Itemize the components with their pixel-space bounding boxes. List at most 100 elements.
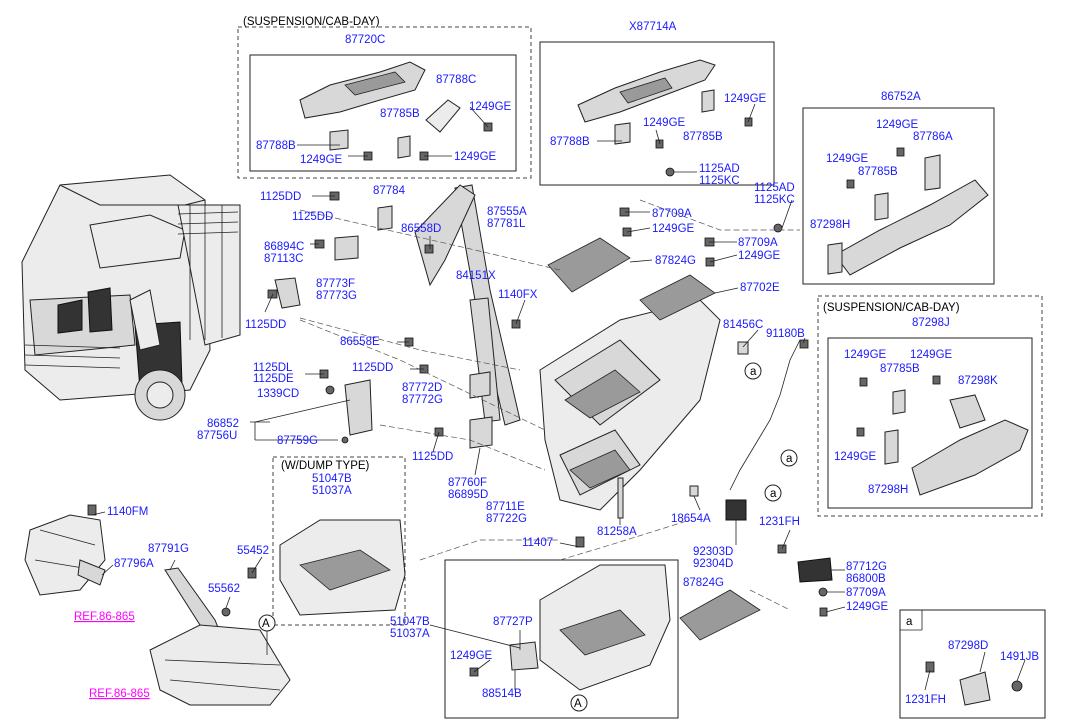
label-1125kc-2: 1125KC	[754, 194, 795, 206]
label-1249ge-8: 1249GE	[652, 223, 695, 235]
label-1249ge-5: 1249GE	[643, 117, 686, 129]
dump-type-header: (W/DUMP TYPE)	[281, 460, 370, 472]
marker-a-3-text: a	[770, 488, 777, 500]
label-92303d: 92303D	[693, 546, 733, 558]
label-1125de: 1125DE	[253, 373, 294, 385]
label-87786a: 87786A	[913, 131, 953, 143]
label-1491jb: 1491JB	[1000, 651, 1039, 663]
label-86558d: 86558D	[401, 223, 441, 235]
label-87772d: 87772D	[402, 382, 442, 394]
label-81258a: 81258A	[597, 526, 637, 538]
part-87720c-step-cover	[299, 61, 426, 119]
label-1249ge-3: 1249GE	[454, 151, 497, 163]
dump-type-box	[272, 456, 406, 626]
ref-86-865-lower[interactable]: REF.86-865	[89, 688, 150, 700]
part-87298j	[911, 419, 1029, 496]
label-1125kc-1: 1125KC	[699, 175, 740, 187]
label-1249ge-9: 1249GE	[738, 250, 781, 262]
label-87298d: 87298D	[948, 640, 988, 652]
label-1249ge-12: 1249GE	[844, 349, 887, 361]
label-87712g: 87712G	[846, 561, 887, 573]
label-87788b-2: 87788B	[550, 136, 590, 148]
label-11407: 11407	[522, 537, 553, 549]
label-1125dd-1: 1125DD	[260, 191, 301, 203]
label-81456c: 81456C	[723, 319, 763, 331]
label-1125dd-4: 1125DD	[352, 362, 393, 374]
label-86895d: 86895D	[448, 489, 488, 501]
label-86558e: 86558E	[340, 336, 380, 348]
part-87788b-1	[329, 129, 349, 151]
label-91180b: 91180B	[766, 328, 805, 340]
part-87712g	[797, 557, 833, 583]
label-1125dd-3: 1125DD	[245, 319, 286, 331]
part-87785b-1	[397, 135, 411, 159]
label-1125ad-1: 1125AD	[699, 163, 740, 175]
label-87781l: 87781L	[487, 218, 526, 230]
label-18654a: 18654A	[671, 513, 711, 525]
label-87720c: 87720C	[345, 34, 385, 46]
label-87784: 87784	[373, 185, 406, 197]
marker-a-1-text: a	[750, 366, 757, 378]
marker-a-2	[780, 449, 798, 467]
label-1125dl: 1125DL	[253, 362, 293, 374]
label-87785b-1: 87785B	[380, 108, 420, 120]
label-87702e: 87702E	[740, 282, 780, 294]
box-87298j	[827, 337, 1033, 509]
part-88514b	[509, 641, 539, 671]
part-87786a	[924, 154, 941, 191]
part-81456c	[737, 341, 749, 355]
label-1125ad-2: 1125AD	[754, 182, 795, 194]
part-87788c	[425, 99, 461, 133]
label-87298h-2: 87298H	[868, 484, 908, 496]
label-87772g: 87772G	[402, 394, 443, 406]
label-51037a-1: 51037A	[312, 485, 352, 497]
label-87788c: 87788C	[436, 74, 476, 86]
label-88514b: 88514B	[482, 688, 522, 700]
ref-86-865-upper[interactable]: REF.86-865	[74, 611, 135, 623]
part-87824g-1	[547, 237, 631, 293]
label-1231fh-2: 1231FH	[905, 694, 946, 706]
part-87298k	[949, 394, 986, 429]
marker-A-top-text: A	[262, 618, 270, 630]
label-1249ge-4: 1249GE	[724, 93, 767, 105]
main-step-assembly	[539, 299, 721, 511]
label-55562: 55562	[208, 583, 240, 595]
label-87298j: 87298J	[912, 317, 950, 329]
marker-A-bottom-text: A	[574, 698, 582, 710]
label-87555a: 87555A	[487, 206, 527, 218]
part-87781l	[414, 184, 476, 287]
truck-illustration	[21, 174, 241, 421]
label-87785b-3: 87785B	[858, 166, 898, 178]
part-87298h-1	[827, 242, 843, 275]
label-87298h-1: 87298H	[810, 219, 850, 231]
part-87298d	[959, 671, 991, 706]
label-1249ge-13: 1249GE	[910, 349, 953, 361]
inner-box-87720c	[249, 54, 517, 172]
label-87824g-2: 87824G	[683, 577, 724, 589]
label-87773f: 87773F	[316, 278, 355, 290]
detail-a-box	[899, 609, 1046, 719]
marker-A-bottom	[570, 694, 588, 712]
label-87722g: 87722G	[486, 513, 527, 525]
label-87709a-2: 87709A	[738, 237, 778, 249]
part-86894c	[274, 277, 301, 309]
label-51037a-2: 51037A	[390, 628, 430, 640]
part-87796a	[77, 559, 106, 586]
label-1249ge-6: 1249GE	[876, 119, 919, 131]
part-86752a	[834, 179, 989, 276]
suspension-cab-day-box-2	[817, 295, 1043, 517]
label-87824g-1: 87824G	[655, 255, 696, 267]
part-87784	[377, 205, 393, 231]
part-81258a	[617, 477, 624, 519]
label-86752a: 86752A	[881, 91, 921, 103]
marker-a-2-text: a	[786, 453, 793, 465]
label-86894c: 86894C	[264, 241, 304, 253]
label-1125dd-5: 1125DD	[412, 451, 453, 463]
label-92304d: 92304D	[693, 558, 733, 570]
label-87113c: 87113C	[264, 253, 303, 265]
box-x87714a	[539, 41, 775, 186]
detail-a-label: a	[906, 616, 913, 628]
label-x87714a: X87714A	[629, 21, 677, 33]
part-87298h-2	[884, 429, 899, 465]
